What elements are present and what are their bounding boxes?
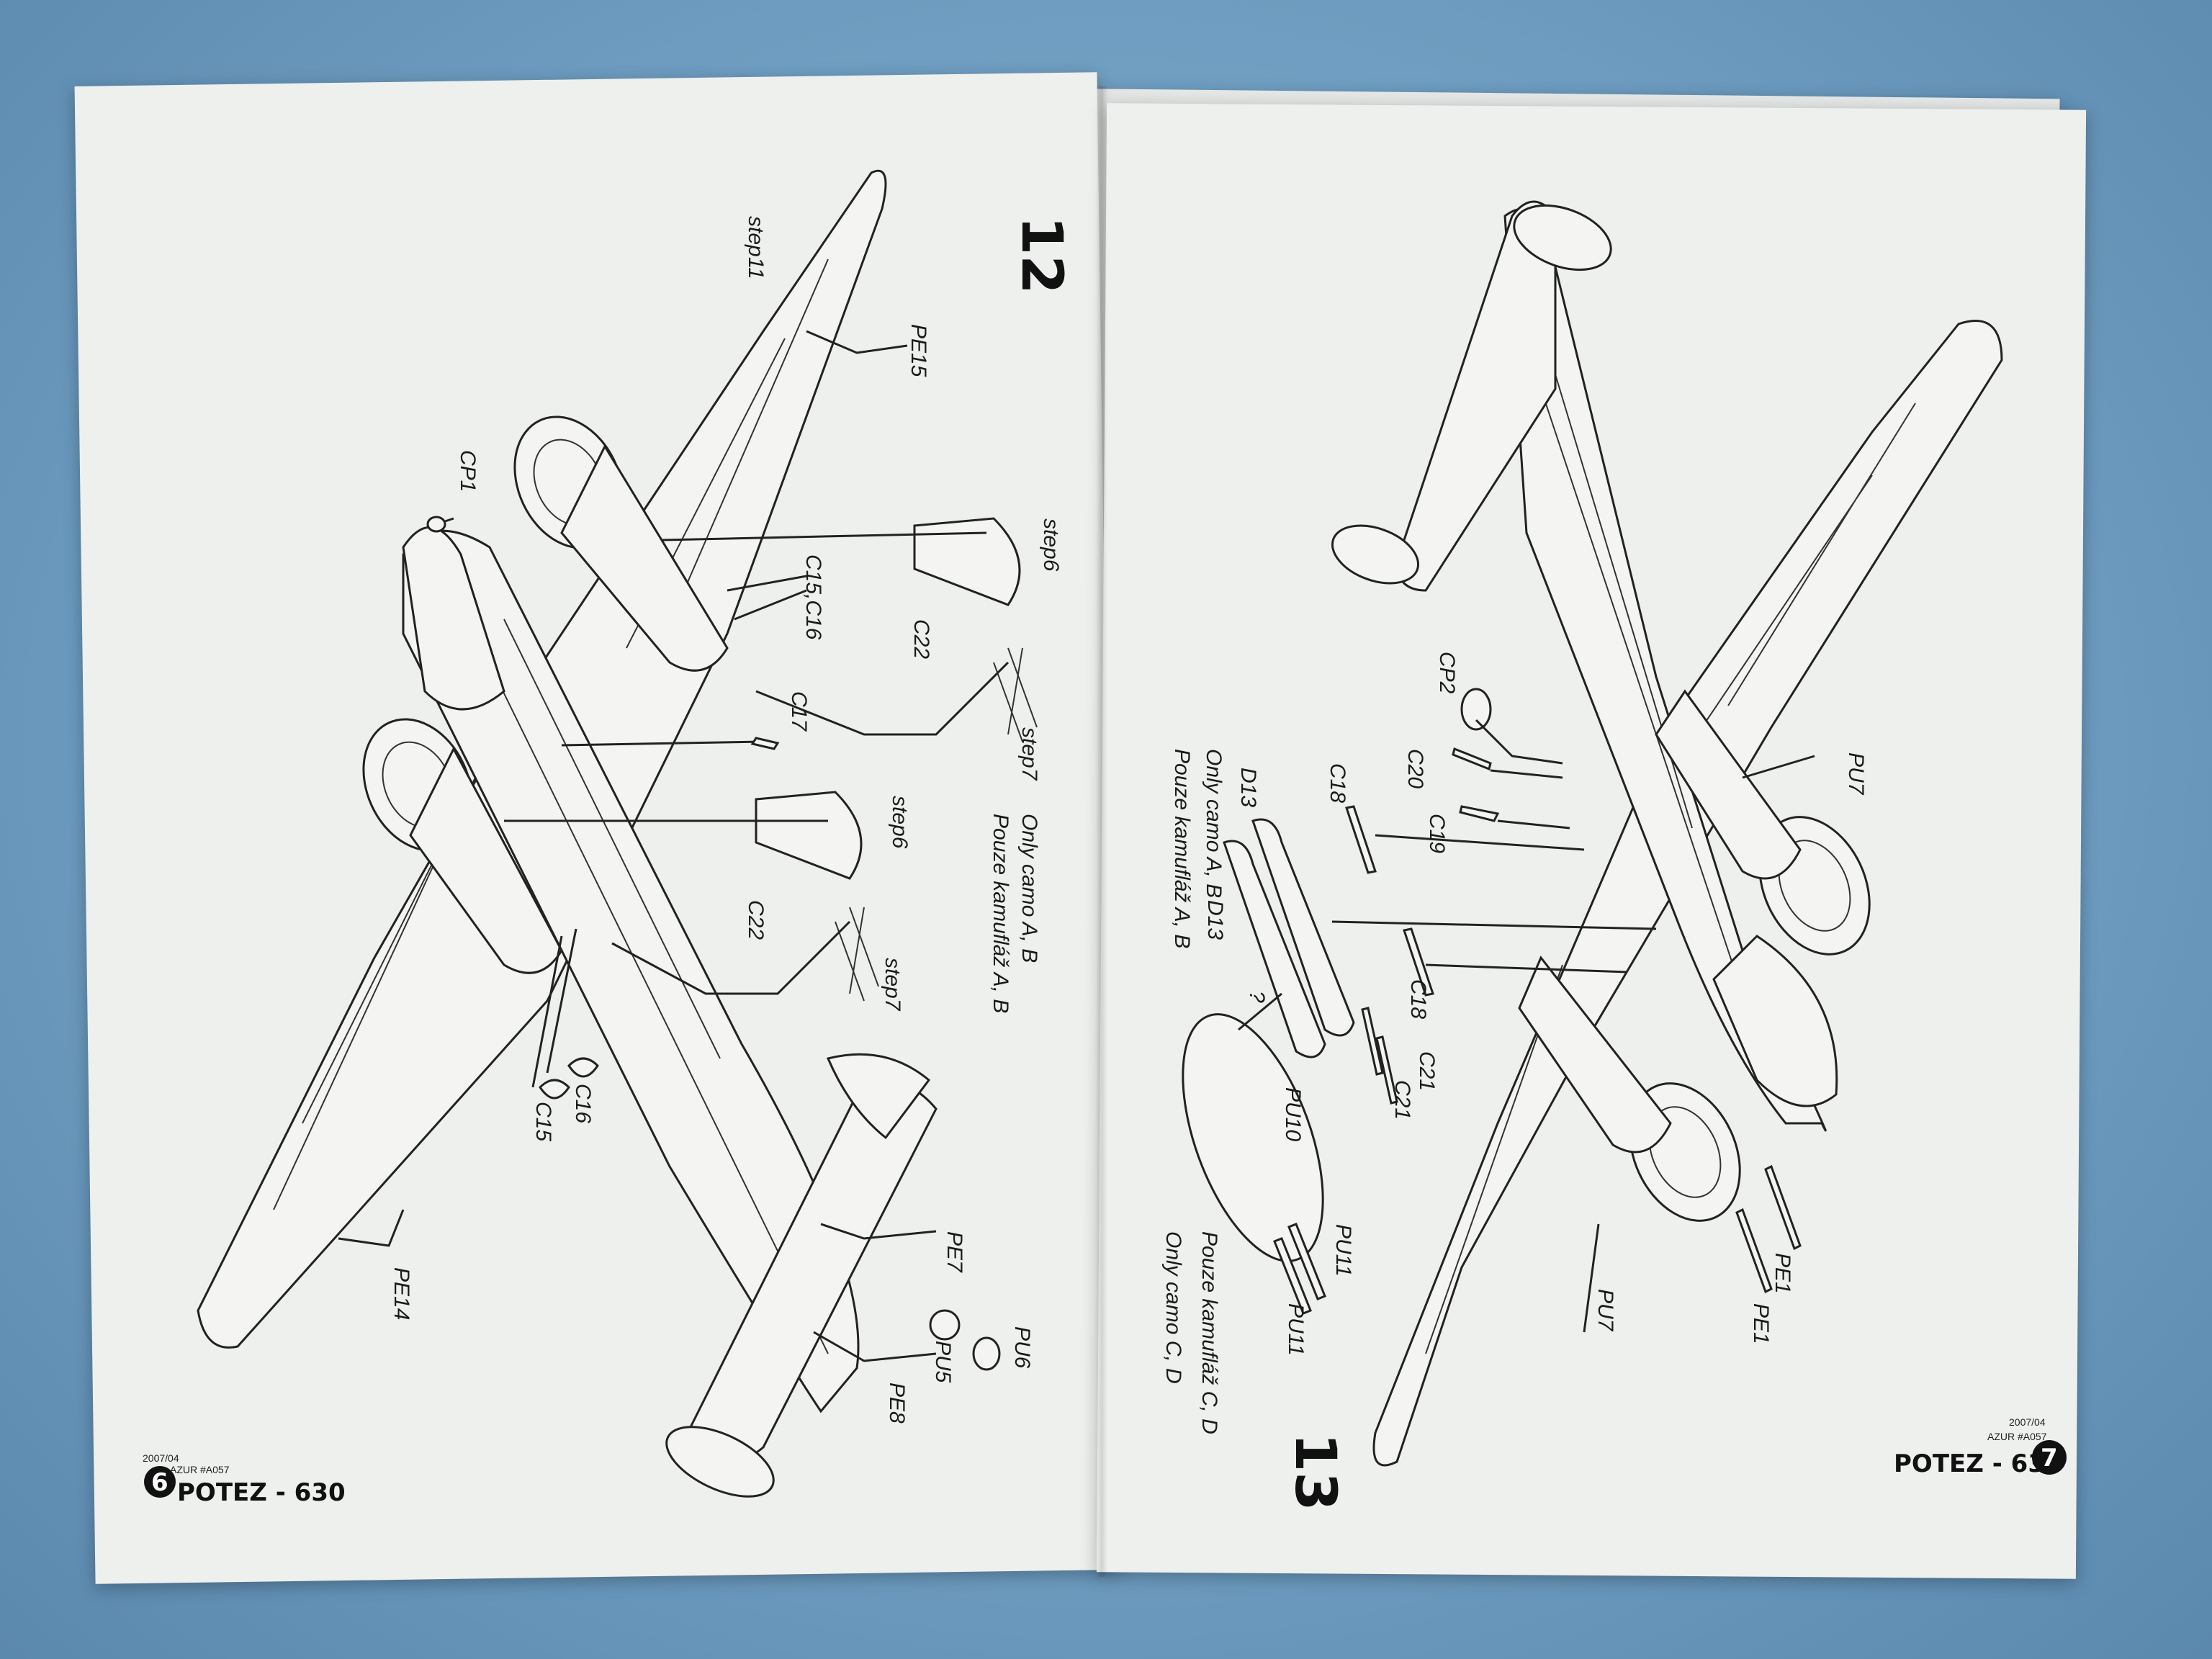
label-pe14: PE14 bbox=[390, 1267, 413, 1320]
left-page-number: 6 bbox=[151, 1468, 168, 1497]
label-only-camo-ab-right: Only camo A, B bbox=[1202, 749, 1226, 898]
label-d13-top: D13 bbox=[1236, 768, 1260, 807]
label-c18-top: C18 bbox=[1326, 763, 1349, 803]
label-c18-bottom: C18 bbox=[1406, 979, 1430, 1019]
label-step6-top: step6 bbox=[1039, 518, 1063, 572]
label-step7-bottom: step7 bbox=[881, 958, 904, 1012]
label-c21-a: C21 bbox=[1390, 1080, 1414, 1120]
page-fold bbox=[1096, 86, 1107, 1577]
label-c17: C17 bbox=[787, 691, 811, 732]
step12-labels: 12 step11 PE15 CP1 step6 C15,C16 C22 C17… bbox=[390, 216, 1074, 1424]
step-number-12: 12 bbox=[1009, 216, 1074, 295]
label-pe8: PE8 bbox=[885, 1382, 909, 1424]
left-page-footer: 2007/04 AZUR #A057 6 POTEZ - 630 bbox=[143, 1452, 346, 1507]
label-pu5: PU5 bbox=[931, 1341, 955, 1383]
label-c20: C20 bbox=[1403, 749, 1427, 788]
label-pe15: PE15 bbox=[907, 324, 930, 377]
left-kit-code: AZUR #A057 bbox=[170, 1464, 230, 1475]
right-page-footer: 2007/04 AZUR #A057 POTEZ - 630 7 bbox=[1894, 1416, 2067, 1478]
label-pu7-bottom: PU7 bbox=[1593, 1289, 1617, 1332]
label-pe1-a: PE1 bbox=[1771, 1253, 1794, 1294]
label-c22-bottom: C22 bbox=[744, 900, 768, 940]
label-d13-bottom: D13 bbox=[1203, 900, 1227, 940]
label-pouze-ab-right: Pouze kamufláž A, B bbox=[1170, 749, 1194, 948]
label-c16: C16 bbox=[571, 1084, 595, 1123]
label-c15: C15 bbox=[531, 1102, 555, 1141]
step13-labels: CP2 C20 C19 PU7 C18 D13 Only camo A, B P… bbox=[1161, 652, 1868, 1511]
label-cp2: CP2 bbox=[1435, 652, 1459, 694]
label-c19: C19 bbox=[1425, 814, 1449, 853]
canopy-part-pu10 bbox=[1182, 1013, 1324, 1262]
label-c15-c16: C15,C16 bbox=[801, 554, 825, 640]
label-only-camo-ab: Only camo A, B bbox=[1017, 814, 1041, 963]
label-step11: step11 bbox=[744, 216, 768, 279]
left-page-number-badge bbox=[144, 1466, 176, 1498]
label-pe1-b: PE1 bbox=[1749, 1303, 1773, 1344]
label-pouze-cd: Pouze kamufláž C, D bbox=[1197, 1231, 1221, 1434]
aircraft-underside-step12 bbox=[197, 169, 1038, 1498]
label-cp1: CP1 bbox=[456, 450, 480, 492]
label-c22-top: C22 bbox=[909, 619, 933, 659]
right-page-number-badge bbox=[2032, 1440, 2067, 1475]
label-pu11-a: PU11 bbox=[1284, 1303, 1308, 1356]
label-pu11-b: PU11 bbox=[1331, 1224, 1355, 1277]
label-pouze-ab: Pouze kamufláž A, B bbox=[989, 814, 1012, 1013]
step-number-13: 13 bbox=[1282, 1433, 1347, 1511]
left-date-code: 2007/04 bbox=[143, 1452, 179, 1464]
label-question-mark: ? bbox=[1245, 991, 1269, 1003]
label-only-camo-cd: Only camo C, D bbox=[1161, 1231, 1185, 1384]
right-kit-code: AZUR #A057 bbox=[1987, 1431, 2047, 1442]
label-pe7: PE7 bbox=[943, 1231, 966, 1273]
aircraft-underside-step13 bbox=[1182, 200, 2003, 1467]
label-step7-top: step7 bbox=[1017, 727, 1041, 781]
label-c21-b: C21 bbox=[1415, 1051, 1439, 1091]
label-pu7-top: PU7 bbox=[1844, 752, 1868, 796]
left-footer-title: POTEZ - 630 bbox=[177, 1478, 346, 1507]
label-step6-bottom: step6 bbox=[888, 796, 912, 849]
right-date-code: 2007/04 bbox=[2009, 1416, 2046, 1428]
label-pu6: PU6 bbox=[1010, 1326, 1034, 1369]
label-pu10: PU10 bbox=[1281, 1087, 1305, 1141]
right-page-number: 7 bbox=[2041, 1444, 2058, 1473]
